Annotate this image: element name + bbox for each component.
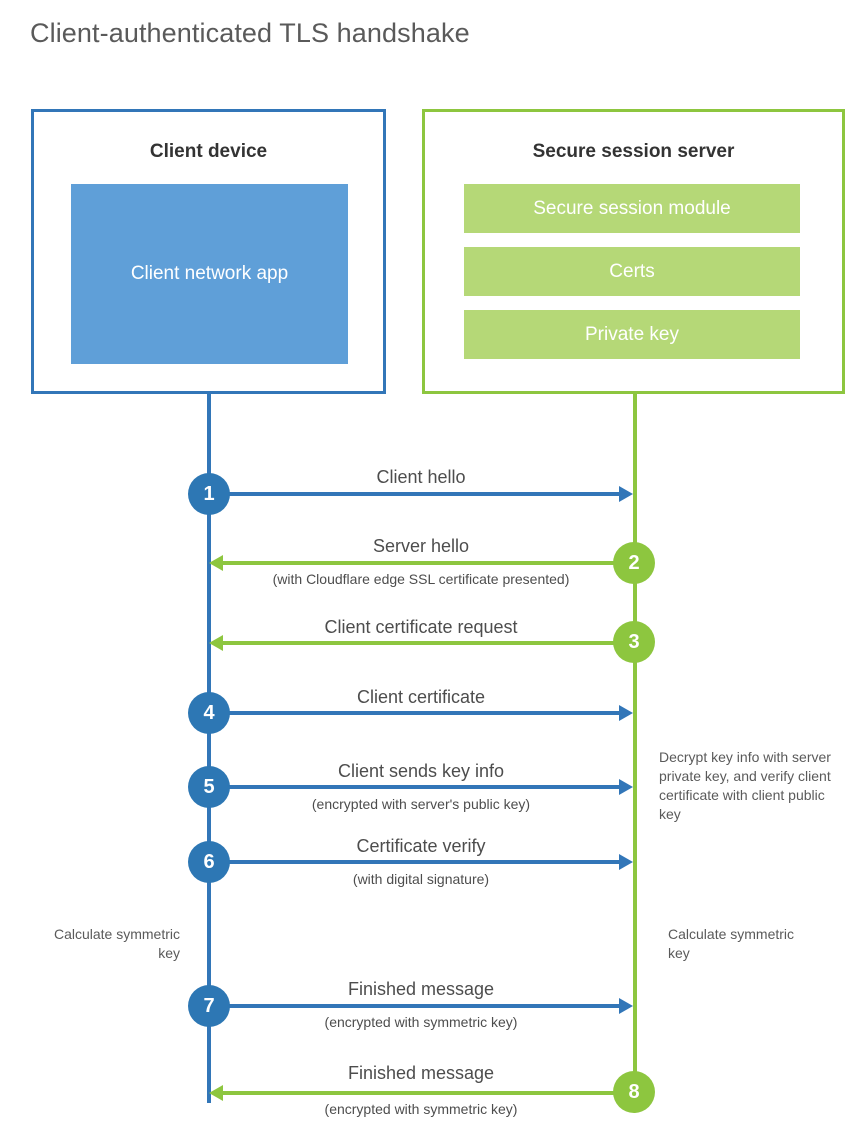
- client-lifeline: [207, 393, 211, 1103]
- step-6-primary-label: Certificate verify: [356, 836, 486, 856]
- arrow-head-icon: [209, 1085, 223, 1101]
- page-title: Client-authenticated TLS handshake: [30, 18, 470, 48]
- server-lifeline: [633, 393, 637, 1093]
- arrow-head-icon: [619, 779, 633, 795]
- arrow-head-icon: [619, 705, 633, 721]
- arrow-head-icon: [209, 555, 223, 571]
- step-3-arrow: [209, 635, 633, 651]
- arrow-head-icon: [209, 635, 223, 651]
- step-circle-1[interactable]: 1: [188, 473, 230, 515]
- secure-session-server-box: Secure session server Secure session mod…: [422, 109, 845, 394]
- server-calculate-symmetric-key-note: Calculate symmetric key: [668, 926, 795, 961]
- client-calculate-symmetric-key-note: Calculate symmetric key: [53, 926, 180, 961]
- step-7-primary-label: Finished message: [347, 979, 495, 999]
- step-6-arrow: [209, 854, 633, 870]
- step-circle-8[interactable]: 8: [613, 1071, 655, 1113]
- step-7-arrow: [209, 998, 633, 1014]
- step-2-secondary-label: (with Cloudflare edge SSL certificate pr…: [272, 571, 570, 587]
- step-4-primary-label: Client certificate: [356, 687, 486, 707]
- secure-session-server-title: Secure session server: [532, 141, 735, 162]
- step-1-primary-label: Client hello: [376, 467, 466, 487]
- step-6-secondary-label: (with digital signature): [352, 871, 490, 887]
- step-8-primary-label: Finished message: [347, 1063, 495, 1083]
- step-1-arrow: [209, 486, 633, 502]
- step-5-primary-label: Client sends key info: [337, 761, 505, 781]
- step-2-primary-label: Server hello: [372, 536, 470, 556]
- step-3-primary-label: Client certificate request: [324, 617, 518, 637]
- arrow-head-icon: [619, 854, 633, 870]
- server-component-certs: Certs: [464, 247, 800, 296]
- step-circle-4[interactable]: 4: [188, 692, 230, 734]
- step-5-secondary-label: (encrypted with server's public key): [311, 796, 531, 812]
- client-device-box: Client device Client network app: [31, 109, 386, 394]
- step-2-arrow: [209, 555, 633, 571]
- step-circle-6[interactable]: 6: [188, 841, 230, 883]
- server-decrypt-note: Decrypt key info with server private key…: [659, 749, 831, 822]
- client-device-title: Client device: [149, 141, 268, 162]
- step-circle-7[interactable]: 7: [188, 985, 230, 1027]
- step-circle-5[interactable]: 5: [188, 766, 230, 808]
- step-8-arrow: [209, 1085, 633, 1101]
- client-network-app-block: Client network app: [71, 184, 348, 364]
- step-circle-3[interactable]: 3: [613, 621, 655, 663]
- server-component-private-key: Private key: [464, 310, 800, 359]
- step-5-arrow: [209, 779, 633, 795]
- arrow-head-icon: [619, 486, 633, 502]
- arrow-head-icon: [619, 998, 633, 1014]
- step-4-arrow: [209, 705, 633, 721]
- server-component-secure-session-module: Secure session module: [464, 184, 800, 233]
- step-circle-2[interactable]: 2: [613, 542, 655, 584]
- step-8-secondary-label: (encrypted with symmetric key): [324, 1101, 518, 1117]
- step-7-secondary-label: (encrypted with symmetric key): [324, 1014, 518, 1030]
